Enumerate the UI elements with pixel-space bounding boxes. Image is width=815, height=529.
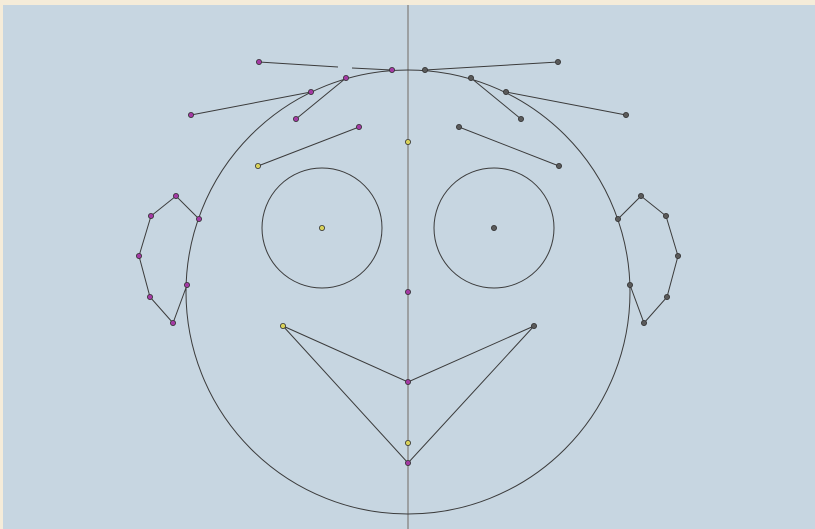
control-point[interactable] — [664, 294, 669, 299]
control-point[interactable] — [147, 294, 152, 299]
control-point[interactable] — [518, 116, 523, 121]
hair-strand — [471, 78, 521, 119]
control-point[interactable] — [405, 139, 410, 144]
right-ear[interactable] — [618, 196, 678, 323]
control-point[interactable] — [188, 112, 193, 117]
control-point[interactable] — [456, 124, 461, 129]
control-points-right[interactable] — [422, 59, 680, 328]
control-point[interactable] — [405, 379, 410, 384]
control-point[interactable] — [255, 163, 260, 168]
control-point[interactable] — [280, 323, 285, 328]
control-point[interactable] — [405, 289, 410, 294]
control-point[interactable] — [343, 75, 348, 80]
control-point[interactable] — [319, 225, 324, 230]
control-point[interactable] — [556, 163, 561, 168]
control-point[interactable] — [256, 59, 261, 64]
control-point[interactable] — [615, 216, 620, 221]
control-point[interactable] — [293, 116, 298, 121]
control-point[interactable] — [356, 124, 361, 129]
right-eyebrow[interactable] — [459, 127, 559, 166]
control-point[interactable] — [405, 460, 410, 465]
control-point[interactable] — [555, 59, 560, 64]
control-point[interactable] — [136, 253, 141, 258]
left-ear[interactable] — [139, 196, 199, 323]
control-point[interactable] — [184, 282, 189, 287]
control-point[interactable] — [308, 89, 313, 94]
control-point[interactable] — [405, 440, 410, 445]
hair-strand — [352, 68, 392, 70]
left-eyebrow[interactable] — [258, 127, 359, 166]
hair-strand — [296, 78, 346, 119]
control-point[interactable] — [627, 282, 632, 287]
control-point[interactable] — [638, 193, 643, 198]
hair-strand — [259, 62, 338, 67]
control-point[interactable] — [148, 213, 153, 218]
control-point[interactable] — [623, 112, 628, 117]
control-point[interactable] — [389, 67, 394, 72]
hair-strand — [506, 92, 626, 115]
control-point[interactable] — [170, 320, 175, 325]
hair-strand — [425, 62, 558, 70]
control-point[interactable] — [663, 213, 668, 218]
control-point[interactable] — [468, 75, 473, 80]
control-point[interactable] — [531, 323, 536, 328]
control-point[interactable] — [173, 193, 178, 198]
control-point[interactable] — [675, 253, 680, 258]
control-point[interactable] — [641, 320, 646, 325]
hair-strand — [191, 92, 311, 115]
control-point[interactable] — [503, 89, 508, 94]
control-points-yellow[interactable] — [255, 139, 410, 445]
control-point[interactable] — [422, 67, 427, 72]
control-point[interactable] — [491, 225, 496, 230]
control-point[interactable] — [196, 216, 201, 221]
